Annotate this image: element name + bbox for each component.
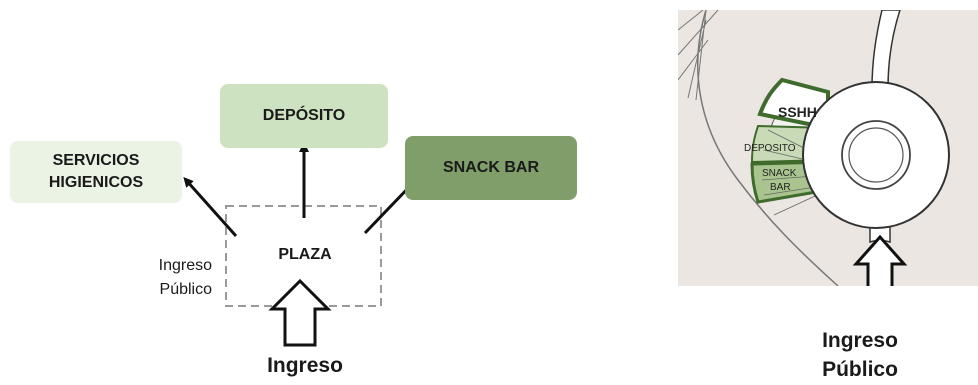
plan-boundary-curve: [697, 10, 839, 286]
plan-corridor: [871, 10, 901, 89]
plan-inner-core: [848, 127, 904, 183]
arrow-to-servicios: [183, 177, 238, 237]
plan-entrance-arrow-icon: [852, 234, 908, 286]
node-servicios-higienicos: SERVICIOS HIGIENICOS: [10, 141, 182, 203]
plan-wedge-lines: [761, 129, 829, 216]
bottom-entrance-label: Ingreso: [267, 354, 343, 377]
plan-label-snack: SNACK: [762, 168, 797, 179]
node-plaza: PLAZA: [278, 246, 332, 264]
plan-entrance-label: Ingreso Público: [822, 329, 898, 382]
floor-plan-panel: SSHH DEPOSITO SNACK BAR: [678, 10, 978, 286]
plan-label-sshh: SSHH: [778, 104, 817, 120]
node-snack-bar: SNACK BAR: [405, 136, 577, 200]
floor-plan-drawing: [678, 10, 950, 286]
bubble-diagram-connectors: [183, 142, 417, 347]
plan-hatch-lines: [678, 10, 719, 101]
node-deposito: DEPÓSITO: [220, 84, 388, 148]
plan-label-deposito: DEPOSITO: [744, 143, 796, 154]
side-entrance-label: Ingreso Público: [158, 257, 212, 298]
entrance-arrow-icon: [268, 278, 332, 347]
plan-label-bar: BAR: [770, 182, 791, 193]
